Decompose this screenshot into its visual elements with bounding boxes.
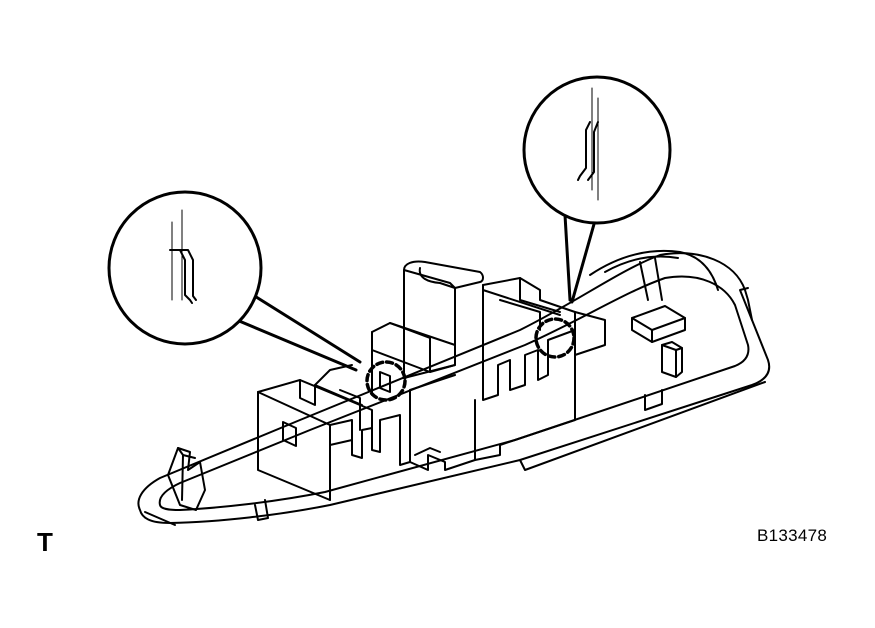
central-tower bbox=[371, 260, 606, 471]
left-housing bbox=[257, 364, 411, 501]
right-clip-highlight bbox=[534, 317, 576, 359]
left-callout-clip-detail bbox=[169, 209, 197, 304]
figure-id: B133478 bbox=[757, 526, 828, 545]
left-callout bbox=[107, 190, 362, 372]
right-callout-bubble bbox=[522, 75, 672, 225]
panel-base bbox=[137, 249, 771, 526]
right-callout-leader bbox=[563, 208, 600, 304]
left-callout-leader bbox=[230, 288, 362, 372]
right-callout-clip-detail bbox=[577, 87, 599, 201]
right-callout bbox=[522, 75, 672, 304]
left-end-clip bbox=[167, 447, 269, 521]
right-end-posts bbox=[631, 305, 686, 411]
corner-mark: T bbox=[37, 527, 53, 557]
left-clip-highlight bbox=[365, 360, 407, 402]
